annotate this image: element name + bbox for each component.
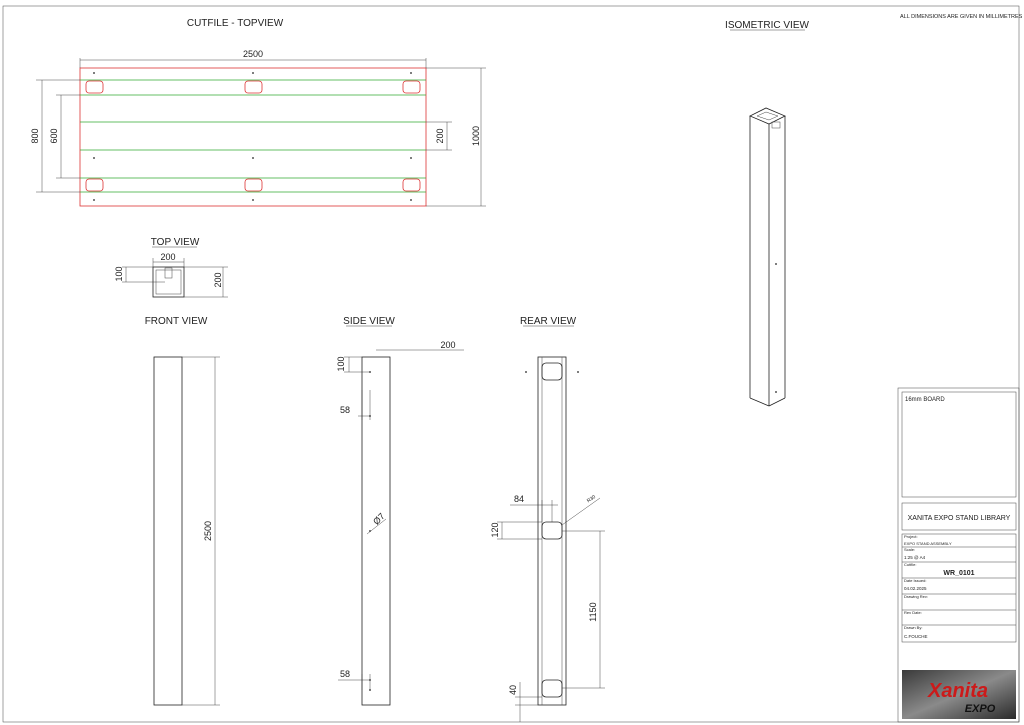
dim-rear-120: 120 bbox=[490, 522, 500, 537]
library-name: XANITA EXPO STAND LIBRARY bbox=[908, 515, 1011, 522]
rear-hand-hole-bottom bbox=[541, 679, 563, 698]
dim-side-58-top: 58 bbox=[340, 405, 350, 415]
cutfile-title: CUTFILE - TOPVIEW bbox=[187, 18, 284, 29]
xanita-logo: Xanita EXPO bbox=[902, 670, 1016, 719]
material-box bbox=[901, 391, 1017, 498]
project-label: Project: bbox=[904, 534, 918, 539]
rear-view-title: REAR VIEW bbox=[520, 316, 577, 327]
cutout-bottom-left bbox=[85, 178, 104, 192]
project-value: EXPO STAND ASSEMBLY bbox=[904, 541, 952, 546]
cutfile-topview: CUTFILE - TOPVIEW 2500 800 600 bbox=[30, 18, 486, 207]
scale-value: 1:25 @ A4 bbox=[904, 555, 926, 560]
rev-date-label: Rev Date: bbox=[904, 610, 922, 615]
cutfile-label: Cutfile: bbox=[904, 562, 916, 567]
front-view: FRONT VIEW 2500 bbox=[145, 316, 220, 706]
isometric-view: ISOMETRIC VIEW bbox=[725, 20, 810, 407]
dim-side-200: 200 bbox=[440, 340, 455, 350]
drawn-by-label: Drawn By: bbox=[904, 625, 922, 630]
top-view-title: TOP VIEW bbox=[151, 237, 200, 248]
logo-sub-text: EXPO bbox=[965, 703, 996, 715]
dim-rear-84: 84 bbox=[514, 494, 524, 504]
rear-hand-hole-middle bbox=[541, 521, 563, 540]
cutfile-outline bbox=[79, 67, 427, 207]
cutout-bottom-middle bbox=[244, 178, 263, 192]
dim-front-2500: 2500 bbox=[203, 521, 213, 541]
front-view-title: FRONT VIEW bbox=[145, 316, 208, 327]
material-label: 16mm BOARD bbox=[905, 397, 945, 403]
dim-top-200w: 200 bbox=[160, 252, 175, 262]
side-view-title: SIDE VIEW bbox=[343, 316, 395, 327]
side-view: SIDE VIEW 200 100 58 Ø7 58 bbox=[336, 316, 464, 706]
scale-label: Scale: bbox=[904, 547, 915, 552]
title-block: 16mm BOARD XANITA EXPO STAND LIBRARY Pro… bbox=[897, 387, 1020, 723]
dim-cut-1000: 1000 bbox=[471, 126, 481, 146]
cutout-top-right bbox=[402, 80, 421, 94]
dim-cut-200: 200 bbox=[435, 128, 445, 143]
cutout-top-left bbox=[85, 80, 104, 94]
dim-rear-1150: 1150 bbox=[588, 602, 598, 621]
date-label: Date Issued: bbox=[904, 578, 926, 583]
cutout-bottom-right bbox=[402, 178, 421, 192]
dim-cut-600: 600 bbox=[49, 128, 59, 143]
dim-side-diameter: Ø7 bbox=[371, 511, 387, 527]
drawn-by-value: C.FOUCHE bbox=[904, 634, 928, 639]
date-value: 04.02.2025 bbox=[904, 586, 927, 591]
cutfile-value: WR_0101 bbox=[943, 570, 974, 577]
dim-top-100: 100 bbox=[114, 266, 124, 281]
dim-cut-800: 800 bbox=[30, 128, 40, 143]
logo-main-text: Xanita bbox=[927, 680, 988, 702]
top-view: TOP VIEW 200 100 200 bbox=[114, 237, 228, 298]
dim-side-58-bottom: 58 bbox=[340, 669, 350, 679]
rear-view: REAR VIEW 84 R30 120 1150 40 bbox=[490, 316, 605, 722]
rear-hand-hole-top bbox=[541, 362, 563, 381]
cutout-top-middle bbox=[244, 80, 263, 94]
dim-rear-r30: R30 bbox=[586, 494, 597, 504]
drawing-rev-label: Drawing Rev: bbox=[904, 594, 928, 599]
isometric-title: ISOMETRIC VIEW bbox=[725, 20, 809, 31]
dimensions-note: ALL DIMENSIONS ARE GIVEN IN MILLIMETRES bbox=[900, 14, 1023, 20]
dim-side-100: 100 bbox=[336, 356, 346, 371]
library-box bbox=[901, 502, 1017, 531]
dim-rear-40: 40 bbox=[508, 685, 518, 695]
dim-top-200h: 200 bbox=[213, 272, 223, 287]
dim-cut-width: 2500 bbox=[243, 49, 263, 59]
sheet-border bbox=[2, 5, 1020, 723]
